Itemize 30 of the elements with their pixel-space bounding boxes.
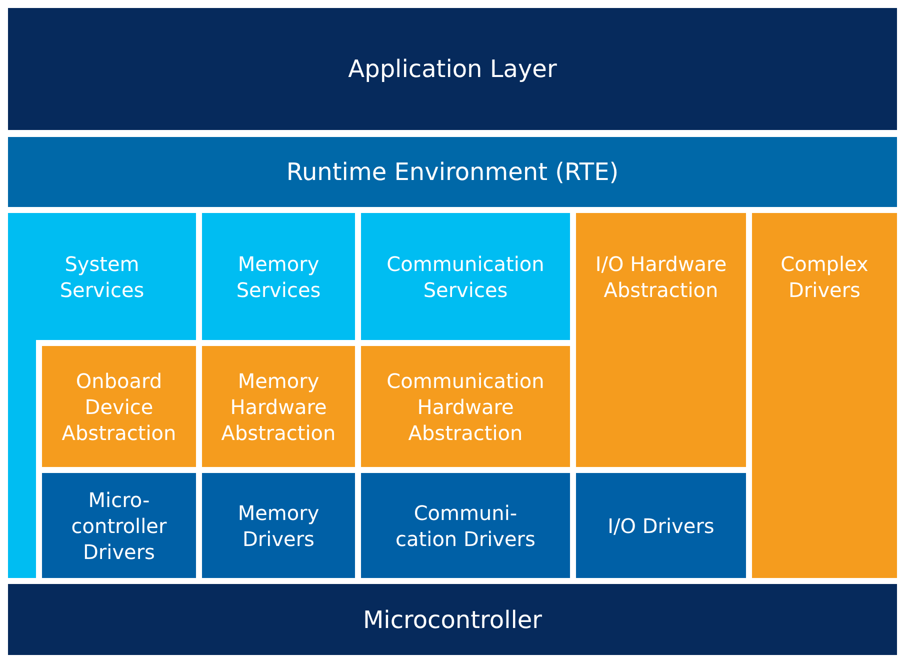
layer-box — [361, 473, 570, 578]
layer-label: Application Layer — [347, 54, 558, 84]
layer-label: System Services — [58, 251, 146, 303]
layer-label: Memory Services — [235, 251, 322, 303]
layer-label: Communi-cation Drivers — [394, 500, 536, 552]
layer-box — [576, 473, 746, 578]
layer-box — [752, 213, 897, 578]
layer-box — [42, 346, 196, 467]
l-shaped-layer-block — [8, 213, 196, 578]
layer-box — [42, 473, 196, 578]
layer-box — [361, 346, 570, 467]
layer-label: I/O Drivers — [606, 512, 716, 538]
layer-label: Microcontroller — [362, 604, 544, 634]
layer-box — [8, 584, 897, 655]
layer-label: Onboard Device Abstraction — [60, 368, 178, 446]
layer-label: Communication Hardware Abstraction — [386, 368, 546, 446]
layer-box — [8, 8, 897, 130]
layer-label: Runtime Environment (RTE) — [285, 157, 620, 187]
layer-label: Micro-controller Drivers — [70, 486, 168, 564]
layer-label: I/O Hardware Abstraction — [594, 251, 728, 303]
layer-box — [202, 346, 355, 467]
layer-label: Complex Drivers — [780, 251, 870, 303]
layer-box — [576, 213, 746, 467]
layer-box — [202, 213, 355, 340]
layer-label: Memory Hardware Abstraction — [220, 368, 337, 446]
layer-label: Memory Drivers — [236, 500, 320, 552]
layer-box — [361, 213, 570, 340]
layer-box — [202, 473, 355, 578]
layer-box — [8, 137, 897, 207]
layer-label: Communication Services — [386, 251, 546, 303]
